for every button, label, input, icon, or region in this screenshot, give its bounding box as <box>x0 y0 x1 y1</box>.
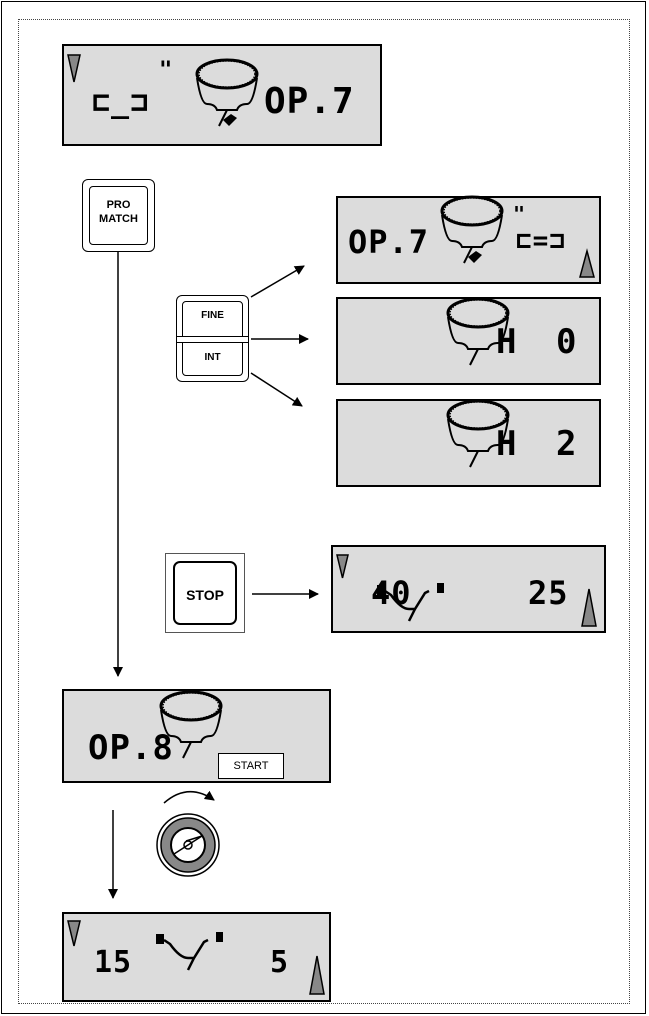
indicator-down-icon <box>67 920 81 947</box>
inch-mark: " <box>159 58 174 83</box>
inner-frame <box>18 19 630 1004</box>
int-label: INT <box>204 352 221 363</box>
stop-label: STOP <box>186 587 224 603</box>
inch-mark: " <box>513 202 527 226</box>
rim-icon <box>375 581 446 623</box>
fine-label: FINE <box>201 310 224 321</box>
pro-match-label-line2: MATCH <box>99 213 138 225</box>
tire-icon <box>159 690 223 760</box>
indicator-up-icon <box>579 248 595 278</box>
display-value: 2 <box>556 424 578 464</box>
indicator-up-icon <box>309 955 325 995</box>
arrow-to-op7 <box>250 265 305 298</box>
tire-icon <box>440 195 504 265</box>
display-left-value: 15 <box>94 945 133 980</box>
indicator-down-icon <box>336 554 349 579</box>
display-op8: OP.8 START <box>62 689 331 783</box>
display-left-value: OP.7 <box>348 223 430 261</box>
rotation-arrow-icon <box>163 790 215 804</box>
pro-match-key[interactable]: PRO MATCH <box>82 179 155 252</box>
display-right-value: 5 <box>270 945 290 980</box>
display-op7-right: OP.7 " ⊏=⊐ <box>336 196 601 284</box>
tire-icon <box>195 58 259 128</box>
display-right-value: 25 <box>528 574 569 612</box>
indicator-up-icon <box>581 588 597 627</box>
rim-icon <box>154 930 225 972</box>
display-left-value: ⊏_⊐ <box>92 85 150 120</box>
display-right-value: OP.7 <box>264 81 355 122</box>
stop-key[interactable]: STOP <box>165 553 245 633</box>
display-right-value: ⊏=⊐ <box>516 226 566 256</box>
fine-int-key[interactable]: FINE INT <box>176 295 249 382</box>
start-label-box: START <box>218 753 284 779</box>
display-letter: H <box>496 424 518 464</box>
display-value: 0 <box>556 322 578 362</box>
spin-wheel-icon <box>156 813 220 877</box>
display-h2: H 2 <box>336 399 601 487</box>
tire-icon <box>446 399 510 469</box>
tire-icon <box>446 297 510 367</box>
display-h0: H 0 <box>336 297 601 385</box>
indicator-down-icon <box>67 54 81 83</box>
display-15-5: 15 5 <box>62 912 331 1002</box>
display-left-value: OP.8 <box>88 728 174 768</box>
pro-match-label-line1: PRO <box>106 199 131 211</box>
display-letter: H <box>496 322 518 362</box>
arrow-to-h2 <box>250 372 303 407</box>
